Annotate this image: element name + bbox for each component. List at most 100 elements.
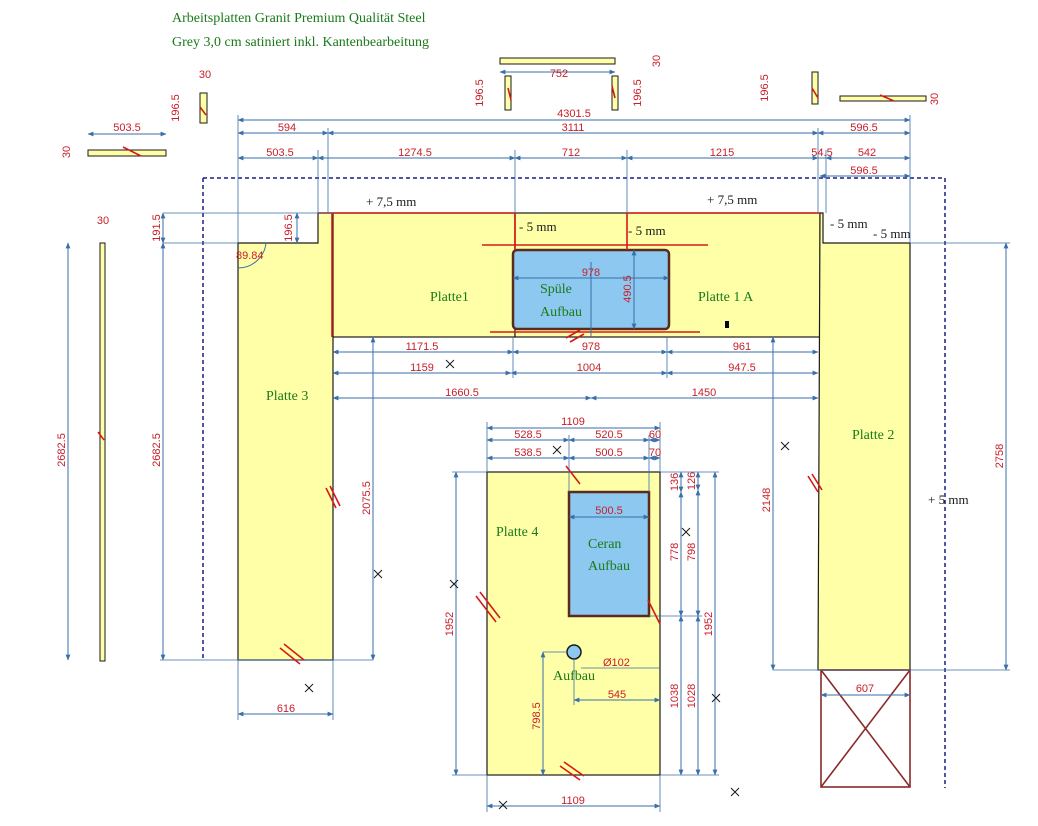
dim-5005-c: 500.5	[595, 505, 623, 517]
dim-594: 594	[278, 122, 296, 134]
dim-616: 616	[277, 703, 295, 715]
label-platte2: Platte 2	[852, 428, 894, 443]
dim-sink-4905: 490.5	[622, 275, 634, 303]
label-ceran: Ceran	[588, 537, 621, 552]
dim-1952-b: 1952	[703, 612, 715, 636]
dim-1028: 1028	[686, 684, 698, 708]
dim-2758: 2758	[994, 444, 1006, 468]
dim-1109-bot: 1109	[561, 795, 585, 807]
angle-8984: 89.84	[236, 250, 264, 262]
dim-1965-c: 196.5	[632, 79, 644, 107]
label-ceran-aufbau: Aufbau	[588, 559, 630, 574]
dim-70: 70	[649, 447, 661, 459]
dim-1109-top: 1109	[561, 416, 585, 428]
label-spuele-aufbau: Aufbau	[540, 305, 582, 320]
note-plus75-right: + 7,5 mm	[707, 192, 757, 207]
edge-strip-pieces	[87, 57, 927, 662]
dim-752: 752	[550, 68, 568, 80]
dim-5005-a: 500.5	[595, 447, 623, 459]
note-minus5-b: - 5 mm	[628, 223, 666, 238]
dim-1215: 1215	[710, 147, 734, 159]
dim-30-c: 30	[61, 146, 73, 158]
dim-545-b: 545	[608, 689, 626, 701]
dim-30-a: 30	[199, 69, 211, 81]
dim-26825-a: 2682.5	[56, 433, 68, 467]
dim-30-b: 30	[97, 215, 109, 227]
dim-136: 136	[669, 473, 681, 491]
angle-arc	[237, 242, 267, 269]
dim-2148: 2148	[761, 488, 773, 512]
dim-545-a: 54.5	[811, 147, 832, 159]
dim-5385: 538.5	[514, 447, 542, 459]
dim-1965-d: 196.5	[759, 74, 771, 102]
note-minus5-c: - 5 mm	[830, 216, 868, 231]
label-aufbau: Aufbau	[553, 669, 595, 684]
dim-1965-b: 196.5	[474, 79, 486, 107]
platte-3-slab	[237, 212, 334, 661]
dim-1159: 1159	[410, 362, 434, 374]
dim-5965-a: 596.5	[850, 122, 878, 134]
label-platte3: Platte 3	[266, 389, 308, 404]
right-dimension-lines	[770, 242, 1010, 698]
dim-542: 542	[858, 147, 876, 159]
cooktop-cutout	[567, 490, 651, 618]
drawing-title-line-2: Grey 3,0 cm satiniert inkl. Kantenbearbe…	[172, 35, 429, 50]
dim-712: 712	[562, 147, 580, 159]
seam-marks	[97, 85, 895, 781]
dim-607: 607	[856, 683, 874, 695]
dim-126: 126	[686, 472, 698, 490]
dim-5035-a: 503.5	[266, 147, 294, 159]
dim-4301: 4301.5	[557, 108, 591, 120]
top-dimension-lines	[237, 115, 911, 243]
dim-12745: 1274.5	[398, 147, 432, 159]
dim-5035-b: 503.5	[113, 122, 141, 134]
drawing-title-line-1: Arbeitsplatten Granit Premium Qualität S…	[172, 11, 426, 26]
dim-60: 60	[649, 429, 661, 441]
dim-16605: 1660.5	[445, 387, 479, 399]
dim-11715: 1171.5	[406, 341, 439, 353]
dim-5285: 528.5	[514, 429, 542, 441]
dim-1038: 1038	[669, 684, 681, 708]
dim-5205: 520.5	[595, 429, 623, 441]
dim-1004: 1004	[577, 362, 601, 374]
dim-961: 961	[733, 341, 751, 353]
tolerance-notes: + 7,5 mm + 7,5 mm - 5 mm - 5 mm - 5 mm -…	[366, 192, 969, 507]
dim-5965-b: 596.5	[850, 165, 878, 177]
note-plus75-left: + 7,5 mm	[366, 194, 416, 209]
island-dimension-lines	[452, 422, 719, 812]
label-platte1a: Platte 1 A	[698, 290, 754, 305]
dim-798: 798	[686, 543, 698, 561]
platte-1-slab	[332, 212, 516, 338]
faucet-hole	[566, 644, 582, 660]
part-labels: Platte1 Platte 1 A Platte 2 Platte 3 Pla…	[266, 282, 894, 684]
dim-3111: 3111	[562, 122, 585, 134]
label-platte1: Platte1	[430, 290, 469, 305]
dim-1965-a: 196.5	[170, 94, 182, 122]
dimension-labels: 4301.5 594 3111 596.5 503.5 1274.5 712 1…	[56, 55, 1006, 807]
wall-outline-dashed	[202, 177, 946, 788]
cross-markers	[304, 359, 790, 810]
dim-30-d: 30	[651, 55, 663, 67]
label-spuele: Spüle	[540, 282, 572, 297]
note-minus5-a: - 5 mm	[519, 219, 557, 234]
dim-30-e: 30	[929, 93, 941, 105]
outlet-marker	[725, 321, 729, 328]
note-plus5: + 5 mm	[928, 492, 969, 507]
dim-1952-a: 1952	[444, 612, 456, 636]
dim-9475: 947.5	[728, 362, 756, 374]
left-dimension-lines	[65, 212, 376, 720]
dim-sink-978: 978	[582, 267, 600, 279]
dim-7985: 798.5	[531, 702, 543, 730]
middle-dimension-lines	[332, 249, 819, 401]
dim-778: 778	[669, 543, 681, 561]
dim-978-b: 978	[582, 341, 600, 353]
dim-1965-e: 196.5	[283, 214, 295, 242]
dim-1915: 191.5	[151, 214, 163, 242]
dim-26825-b: 2682.5	[151, 433, 163, 467]
dim-1450: 1450	[692, 387, 716, 399]
note-minus5-d: - 5 mm	[873, 226, 911, 241]
label-platte4: Platte 4	[496, 525, 538, 540]
dim-o102: Ø102	[603, 657, 630, 669]
red-edge-markings	[318, 212, 820, 337]
